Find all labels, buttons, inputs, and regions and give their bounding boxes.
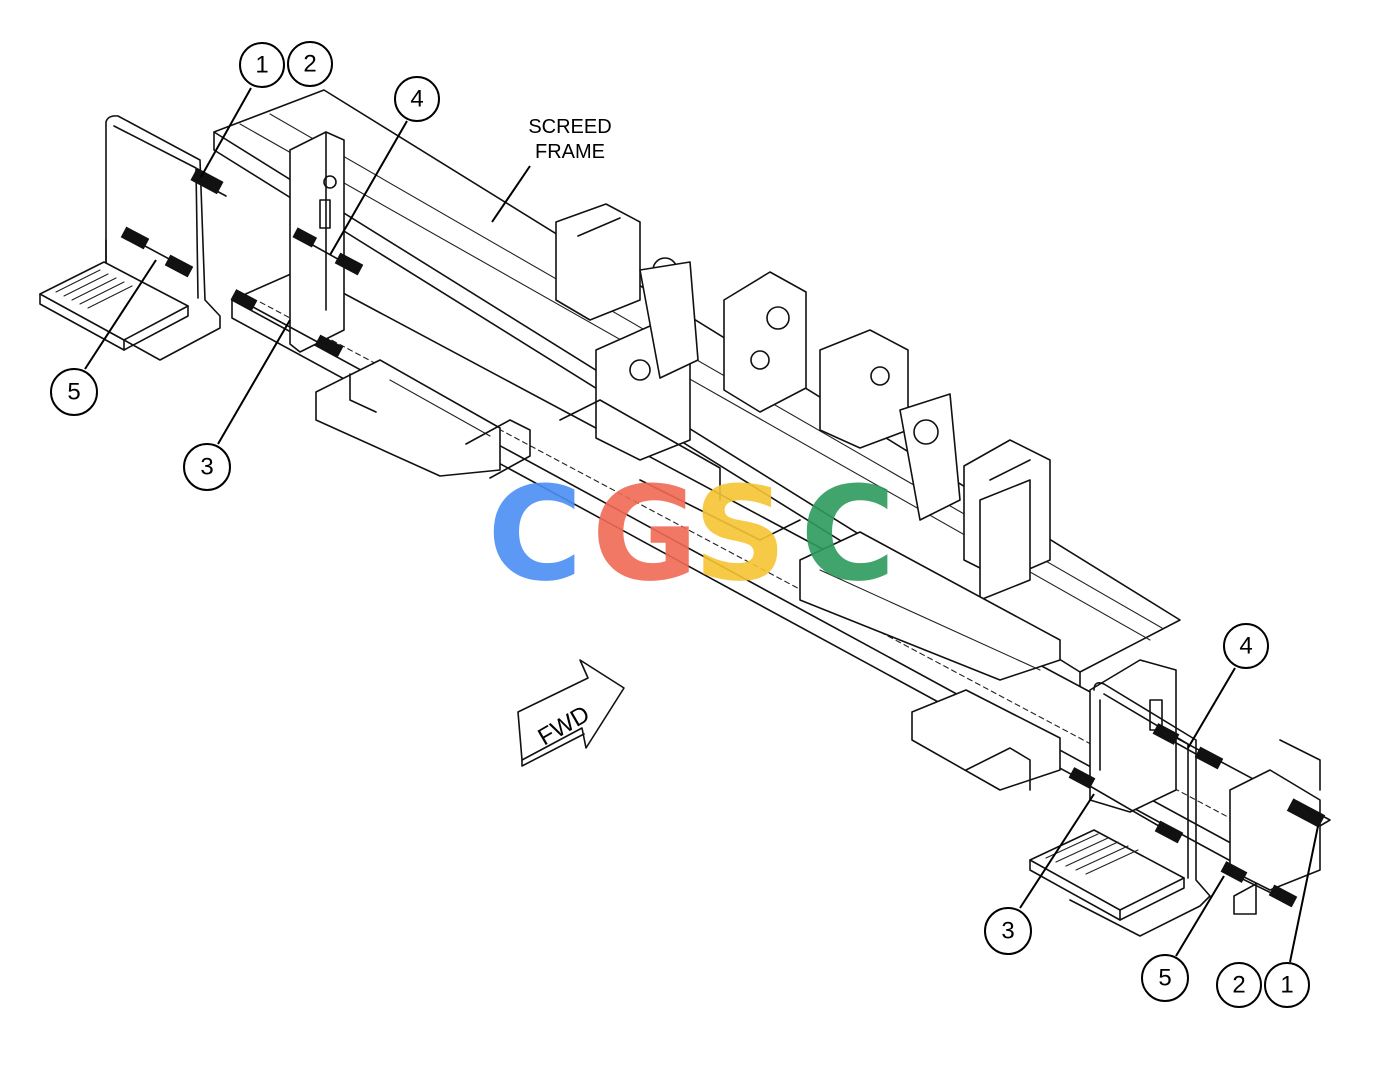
- leader-lines: [84, 87, 1319, 963]
- leader-c1-right: [1289, 825, 1319, 963]
- leader-c5-right: [1175, 875, 1225, 957]
- callout-label: 5: [1158, 965, 1171, 992]
- callout-label: 5: [67, 379, 80, 406]
- callout-c5-left: 5: [50, 368, 98, 416]
- watermark-letter-c2: C: [800, 458, 895, 610]
- forward-arrow: FWD: [517, 659, 625, 767]
- leader-c5-left: [84, 259, 157, 370]
- callout-label: 3: [1001, 918, 1014, 945]
- callout-c1-left: 1: [239, 42, 285, 88]
- screed-frame-label-line2: FRAME: [535, 141, 605, 163]
- callout-c3-left: 3: [183, 443, 231, 491]
- callout-label: 1: [255, 52, 268, 79]
- callout-c1-right: 1: [1264, 962, 1310, 1008]
- callout-label: 2: [303, 51, 316, 78]
- callout-c5-right: 5: [1141, 954, 1189, 1002]
- callout-label: 1: [1280, 972, 1293, 999]
- leader-c3-left: [217, 319, 291, 445]
- watermark-letter-g: G: [592, 458, 699, 610]
- cgsc-watermark: C G S C: [487, 458, 895, 610]
- screed-frame-drawing: [39, 89, 1331, 937]
- screed-frame-label-line1: SCREED: [528, 116, 611, 138]
- callout-c2-left: 2: [287, 41, 333, 87]
- leader-c1-left: [200, 87, 252, 178]
- leader-screed-frame: [491, 165, 531, 223]
- callout-c3-right: 3: [984, 907, 1032, 955]
- callout-label: 4: [410, 86, 423, 113]
- callout-label: 4: [1239, 633, 1252, 660]
- callout-c2-right: 2: [1216, 962, 1262, 1008]
- callout-c4-left: 4: [394, 76, 440, 122]
- watermark-letter-s: S: [693, 458, 787, 610]
- screed-frame-label: SCREED FRAME: [528, 116, 611, 163]
- callout-c4-right: 4: [1223, 623, 1269, 669]
- leader-c4-right: [1187, 667, 1236, 749]
- leader-c4-left: [329, 120, 408, 256]
- callout-label: 2: [1232, 972, 1245, 999]
- callout-label: 3: [200, 454, 213, 481]
- watermark-letter-c: C: [487, 458, 582, 610]
- leader-c3-right: [1019, 793, 1095, 909]
